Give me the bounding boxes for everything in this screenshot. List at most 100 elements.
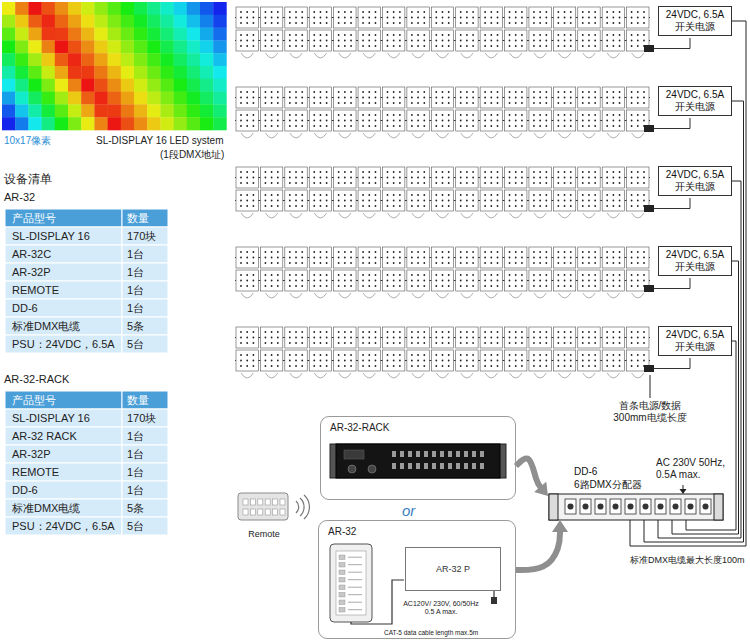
led-dot — [588, 11, 590, 13]
led-dot — [326, 91, 328, 93]
led-dot — [375, 45, 377, 47]
led-dot — [375, 337, 377, 339]
led-dot — [619, 40, 621, 42]
pixel-cell — [68, 2, 82, 15]
led-dot — [338, 342, 340, 344]
led-dot — [295, 45, 297, 47]
led-dot — [271, 205, 273, 207]
led-dot — [442, 280, 444, 282]
led-dot — [545, 125, 547, 127]
led-dot — [539, 114, 541, 116]
cable-loop — [436, 213, 448, 218]
table-cell-bg — [122, 517, 168, 535]
cable-loop — [265, 293, 277, 298]
led-dot — [277, 102, 279, 104]
led-dot — [484, 285, 486, 287]
led-dot — [521, 274, 523, 276]
cable-loop — [583, 53, 595, 58]
pixel-cell — [81, 53, 95, 66]
led-dot — [631, 200, 633, 202]
table-cell-bg — [122, 409, 168, 427]
led-dot — [368, 280, 370, 282]
table-cell-bg — [122, 499, 168, 517]
led-dot — [326, 171, 328, 173]
led-dot — [582, 114, 584, 116]
pixel-cell — [15, 92, 29, 105]
table-cell-bg — [5, 245, 122, 263]
led-dot — [545, 102, 547, 104]
led-dot — [423, 365, 425, 367]
led-dot — [362, 337, 364, 339]
pixel-cell — [55, 40, 69, 53]
led-dot — [606, 354, 608, 356]
led-dot — [313, 40, 315, 42]
cable-loop — [339, 213, 351, 218]
led-dot — [313, 102, 315, 104]
led-dot — [570, 125, 572, 127]
led-dot — [637, 177, 639, 179]
led-module — [382, 167, 404, 188]
led-dot — [637, 34, 639, 36]
led-dot — [253, 22, 255, 24]
led-dot — [362, 125, 364, 127]
pixel-cell — [28, 79, 42, 92]
led-dot — [619, 91, 621, 93]
led-module — [309, 270, 331, 291]
led-module — [505, 350, 527, 371]
led-dot — [594, 337, 596, 339]
led-dot — [448, 171, 450, 173]
led-dot — [338, 354, 340, 356]
led-dot — [277, 280, 279, 282]
led-dot — [399, 125, 401, 127]
led-dot — [448, 257, 450, 259]
led-module — [236, 327, 258, 348]
led-module — [260, 327, 282, 348]
led-dot — [344, 114, 346, 116]
led-dot — [399, 182, 401, 184]
cable-loop — [265, 213, 277, 218]
led-dot — [472, 274, 474, 276]
led-dot — [557, 280, 559, 282]
led-dot — [411, 45, 413, 47]
led-dot — [442, 194, 444, 196]
led-dot — [466, 102, 468, 104]
pixel-cell — [55, 79, 69, 92]
cable-loop — [558, 133, 570, 138]
led-dot — [265, 171, 267, 173]
led-dot — [246, 97, 248, 99]
led-dot — [606, 337, 608, 339]
led-dot — [271, 22, 273, 24]
led-dot — [411, 182, 413, 184]
led-dot — [313, 97, 315, 99]
led-dot — [484, 120, 486, 122]
led-dot — [301, 45, 303, 47]
led-dot — [582, 17, 584, 19]
led-module — [407, 30, 429, 51]
led-module — [236, 7, 258, 28]
led-dot — [301, 17, 303, 19]
led-dot — [399, 365, 401, 367]
led-dot — [368, 205, 370, 207]
led-dot — [387, 251, 389, 253]
led-dot — [539, 360, 541, 362]
led-dot — [375, 280, 377, 282]
cable-loop — [339, 133, 351, 138]
power-lead — [654, 198, 690, 209]
led-module — [358, 30, 380, 51]
pixel-cell — [160, 40, 174, 53]
led-module — [480, 110, 502, 131]
led-dot — [320, 337, 322, 339]
led-dot — [612, 285, 614, 287]
led-dot — [253, 257, 255, 259]
led-dot — [533, 34, 535, 36]
cable-loop — [314, 133, 326, 138]
led-dot — [539, 11, 541, 13]
led-dot — [387, 274, 389, 276]
cable-loop — [412, 53, 424, 58]
led-dot — [490, 34, 492, 36]
pixel-cell — [81, 28, 95, 41]
led-dot — [313, 274, 315, 276]
led-module — [505, 247, 527, 268]
led-dot — [344, 97, 346, 99]
led-dot — [240, 194, 242, 196]
